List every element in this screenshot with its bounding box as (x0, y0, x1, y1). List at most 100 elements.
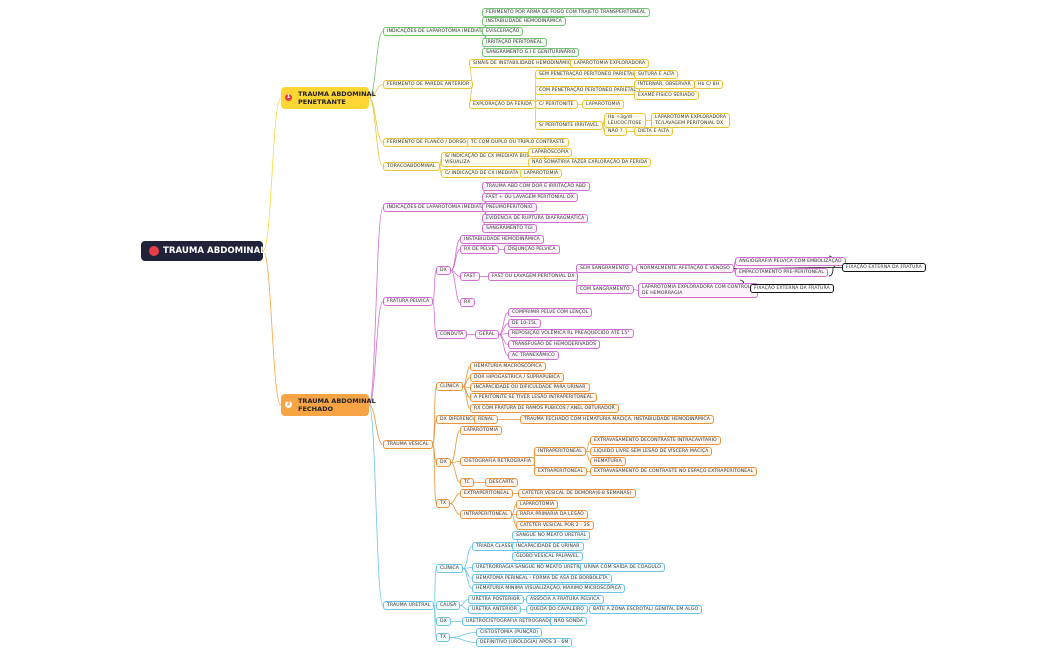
node-n6[interactable]: SANGRAMENTO G.I E GENITURINÁRIO (482, 48, 580, 57)
node-n28[interactable]: LAPAROSCOPIA (528, 148, 573, 157)
node-u19[interactable]: NÃO SONDA (550, 617, 588, 626)
node-n7[interactable]: FERIMENTO DE PAREDE ANTERIOR (383, 80, 474, 89)
node-p12[interactable]: FAST (460, 272, 480, 281)
node-o18[interactable]: EXTRAPERITONEAL (534, 467, 588, 476)
node-o21[interactable]: DESCARTE (485, 478, 519, 487)
node-p16[interactable]: ANGIOGRAFIA PELVICA COM EMBOLIZAÇÃO (735, 257, 846, 266)
node-p7[interactable]: FRATURA PELVICA (383, 297, 434, 306)
branch-fechado[interactable]: 2 TRAUMA ABDOMINAL FECHADO (281, 394, 376, 416)
branch-penetrante[interactable]: 1 TRAUMA ABDOMINAL PENETRANTE (281, 87, 376, 109)
node-o3[interactable]: HEMATURIA MACROSCÓPICA (470, 362, 546, 371)
node-o10[interactable]: TRAUMA FECHADO COM HEMATURIA MACIÇA, INS… (520, 415, 714, 424)
node-p17[interactable]: EMPACOTAMENTO PRE-PERITONEAL (735, 268, 829, 277)
node-n27[interactable]: S/ INDICAÇÃO DE CX IMEDIATA BUS NÃO VISU… (441, 152, 546, 167)
node-n12[interactable]: SUTURA E ALTA (634, 70, 679, 79)
node-p20[interactable]: LAPAROTOMIA EXPLORADORA COM CONTROLE DE … (638, 283, 758, 298)
node-n5[interactable]: IRRITAÇÃO PERITONEAL (482, 38, 547, 47)
node-p3[interactable]: FAST + OU LAVAGEM PERITONIAL DX (482, 193, 578, 202)
node-p10[interactable]: RX DE PELVE (460, 245, 499, 254)
node-o9[interactable]: RENAL (474, 415, 498, 424)
node-n16[interactable]: EXAME FISICO SERIADO (634, 91, 699, 100)
node-n18[interactable]: LAPAROTOMIA (582, 100, 625, 109)
node-u8[interactable]: URINA COM SAÍDA DE COAGULO (580, 563, 665, 572)
node-n8[interactable]: SINAIS DE INSTABILIDADE HEMODINÂMICA (469, 59, 579, 68)
node-u12[interactable]: URETRA POSTERIOR (468, 595, 524, 604)
node-u7[interactable]: URETRORRAGIA SANGUE NO MEATO URETRAL (472, 563, 590, 572)
node-o16[interactable]: LIQUIDO LIVRE SEM LESÃO DE VÍSCERA MACIÇ… (590, 447, 713, 456)
node-p2[interactable]: TRAUMA ABD COM DOR E IRRITAÇÃO ABD (482, 182, 590, 191)
node-o20[interactable]: TC (460, 478, 474, 487)
node-o4[interactable]: DOR HIPOGASTRICA / SUPRAPUBICA (470, 373, 564, 382)
node-p1[interactable]: INDICAÇÕES DE LAPAROTOMIA IMEDIATA (383, 203, 489, 212)
node-p11[interactable]: DISJUNÇÃO PELVICA (504, 245, 560, 254)
node-u4[interactable]: SANGUE NO MEATO URETRAL (512, 531, 591, 540)
node-u2[interactable]: CLÍNICA (436, 564, 463, 573)
node-u6[interactable]: GLOBO VESICAL PALPAVEL (512, 552, 583, 561)
node-p18[interactable]: FIXAÇÃO EXTERNA DA FRATURA (842, 263, 926, 272)
node-p14[interactable]: SEM SANGRAMENTO (576, 264, 633, 273)
node-n13[interactable]: COM PENETRAÇÃO PERITONEO PARIETAL (535, 86, 641, 95)
node-u11[interactable]: CAUSA (436, 601, 461, 610)
node-u21[interactable]: CISTOSTOMIA (PUNÇÃO) (476, 628, 543, 637)
node-o24[interactable]: CATETER VESICAL DE DEMORA(6-8 SEMANAS) (518, 489, 636, 498)
node-n2[interactable]: FERIMENTO POR ARMA DE FOGO COM TRAJETO T… (482, 8, 650, 17)
node-p24[interactable]: GERAL (475, 330, 499, 339)
node-n31[interactable]: LAPAROTOMIA (520, 169, 563, 178)
node-n30[interactable]: C/ INDICAÇÃO DE CX IMEDIATA (441, 169, 523, 178)
node-p13[interactable]: FAST OU LAVAGEM PERITONIAL DX (488, 272, 579, 281)
node-p15[interactable]: NORMALMENTE AFETAÇÃO É VENOSO (636, 264, 734, 273)
node-o2[interactable]: CLÍNICA (436, 382, 463, 391)
node-n29[interactable]: NÃO SOMATIRIA FAZER EXPLORAÇÃO DA FERIDA (528, 158, 652, 167)
node-o11[interactable]: DX (436, 458, 451, 467)
node-u15[interactable]: QUEDA DO CAVALEIRO (526, 605, 589, 614)
node-u20[interactable]: TX (436, 633, 451, 642)
node-o27[interactable]: RAFIA PRIMARIA DA LESÃO (516, 510, 588, 519)
node-p21[interactable]: FIXAÇÃO EXTERNA DA FRATURA (750, 284, 834, 293)
node-o23[interactable]: EXTRAPERITONEAL (460, 489, 514, 498)
node-o28[interactable]: CATETER VESICAL POR 2 - 3S (516, 521, 594, 530)
node-n9[interactable]: LAPAROTOMIA EXPLORADORA (570, 59, 650, 68)
node-n22[interactable]: NÃO ? (604, 127, 627, 136)
node-u18[interactable]: URETROCISTOGRAFIA RETROGRADA (462, 617, 557, 626)
node-n17[interactable]: C/ PERITONITE (535, 100, 578, 109)
node-o13[interactable]: CISTOGRAFIA RETROGRAFIA (460, 457, 536, 466)
node-u13[interactable]: ASSOCIA A FRATURA PELVICA (526, 595, 604, 604)
node-n1[interactable]: INDICAÇÕES DE LAPAROTOMIA IMEDIATA (383, 27, 489, 36)
node-p5[interactable]: EVIDENCIA DE RUPTURA DIAFRAGMATICA (482, 214, 589, 223)
node-o22[interactable]: TX (436, 499, 451, 508)
node-n15[interactable]: Hb C/ 8H (694, 80, 724, 89)
node-p22[interactable]: RX (460, 298, 475, 307)
node-n24[interactable]: FERIMENTO DE FLANCO / DORSO (383, 138, 470, 147)
node-u14[interactable]: URETRA ANTERIOR (468, 605, 522, 614)
node-u1[interactable]: TRAUMA URETRAL (383, 601, 435, 610)
root-node[interactable]: TRAUMA ABDOMINAL (141, 241, 266, 261)
node-u10[interactable]: HEMATURIA MINIMA VISUALIZAÇÃO, MAXIMO MI… (472, 584, 626, 593)
node-n11[interactable]: SEM PENETRAÇÃO PERITONEO PARIETAL (535, 70, 640, 79)
node-n26[interactable]: TORACOABDOMINAL (383, 162, 440, 171)
node-o19[interactable]: EXTRAVASAMENTO DE CONTRASTE NO ESPAÇO EX… (590, 467, 758, 476)
node-p28[interactable]: TRANSFUSÃO DE HEMODERIVADOS (508, 340, 601, 349)
node-n23[interactable]: DIETA E ALTA (634, 127, 674, 136)
node-n21[interactable]: LAPAROTOMIA EXPLORADORA TC/LAVAGEM PERIT… (651, 113, 731, 128)
node-u16[interactable]: BATE A ZONA ESCROTAL/ GENITAL EM ALGO (589, 605, 703, 614)
node-o26[interactable]: LAPAROTOMIA (516, 500, 559, 509)
node-n3[interactable]: INSTABILIDADE HEMODINÂMICA (482, 17, 566, 26)
node-n25[interactable]: TC COM DUPLO OU TRIPLO CONTRASTE (467, 138, 569, 147)
node-o6[interactable]: A PERITONITE SE TIVER LESÃO INTRAPERITON… (470, 393, 597, 402)
node-p26[interactable]: DE 10-15L (508, 319, 541, 328)
node-o7[interactable]: RX COM FRATURA DE RAMOS PUBICOS / ANEL O… (470, 404, 619, 413)
node-o15[interactable]: EXTRAVASAMENTO DECONTRASTE INTRACAVITARI… (590, 436, 721, 445)
node-o1[interactable]: TRAUMA VESICAL (383, 440, 433, 449)
node-o17[interactable]: HEMATURIA (590, 457, 626, 466)
node-p9[interactable]: INSTABILIDADE HEMODINÂMICA (460, 235, 544, 244)
node-o5[interactable]: INCAPACIDADE OU DIFICULDADE PARA URINAR (470, 383, 590, 392)
node-u17[interactable]: DX (436, 617, 451, 626)
node-p6[interactable]: SANGRAMENTO TGI (482, 224, 537, 233)
node-o14[interactable]: INTRAPERITONEAL (534, 447, 586, 456)
node-p8[interactable]: DX (436, 266, 451, 275)
node-p27[interactable]: REPOSIÇÃO VOLÊMICA RL PREAQUECIDO ATÉ 15… (508, 329, 634, 338)
node-u9[interactable]: HEMATOMA PERINEAL - FORMA DE ASA DE BORB… (472, 574, 612, 583)
node-n4[interactable]: EVISCERAÇÃO (482, 27, 524, 36)
node-p19[interactable]: COM SANGRAMENTO (576, 285, 634, 294)
node-u5[interactable]: INCAPACIDADE DE URINAR (512, 542, 584, 551)
